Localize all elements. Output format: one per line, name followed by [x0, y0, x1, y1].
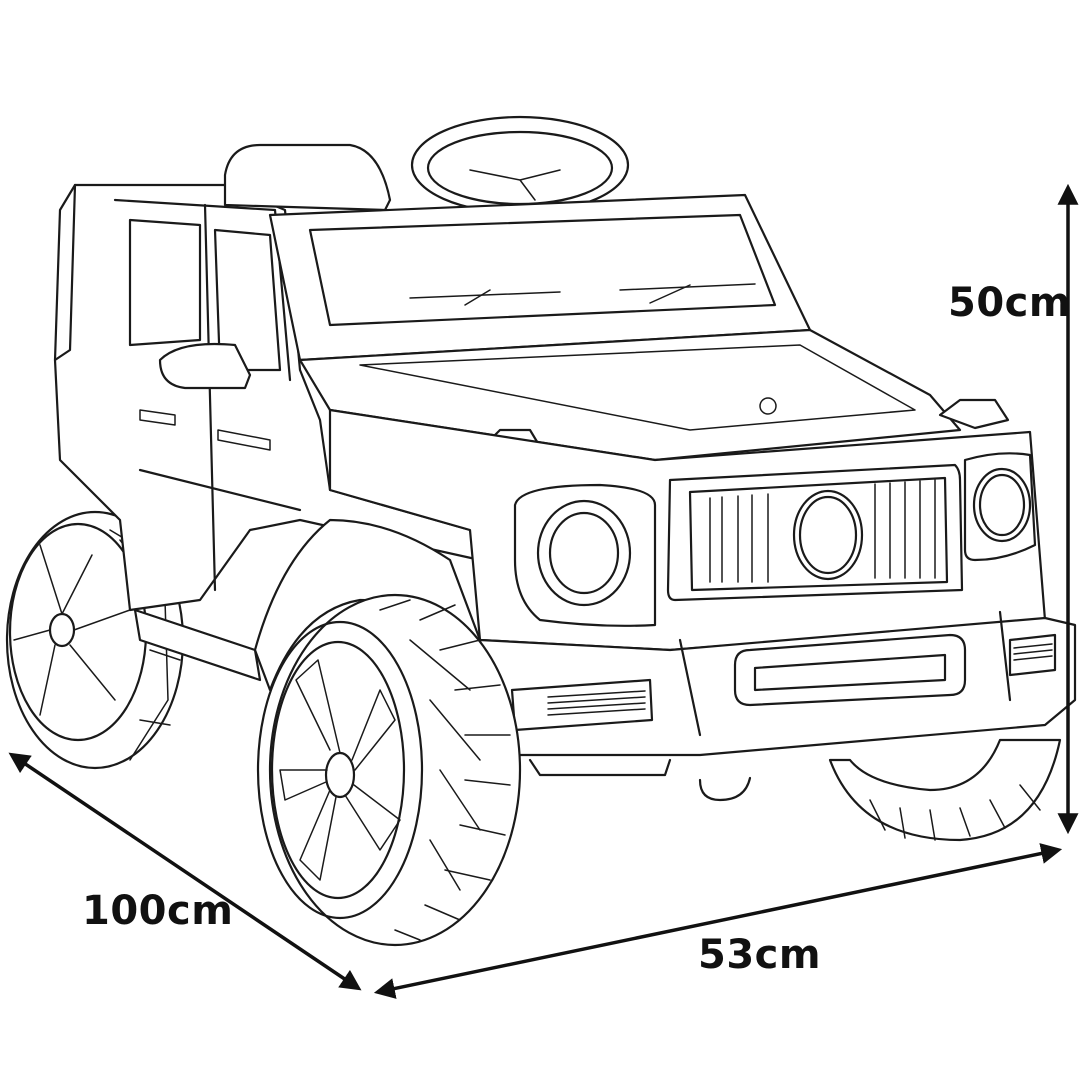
dimension-arrows [8, 183, 1079, 999]
height-label: 50cm [948, 280, 1071, 326]
rear-right-wheel [828, 738, 1062, 842]
length-label: 100cm [82, 888, 233, 934]
length-arrow [8, 752, 362, 991]
width-label: 53cm [698, 932, 821, 978]
vehicle-front [328, 408, 1077, 802]
vehicle-drawing [5, 115, 1077, 947]
front-left-wheel [256, 593, 522, 947]
vehicle-body-side [53, 115, 630, 692]
width-arrow [373, 843, 1063, 999]
